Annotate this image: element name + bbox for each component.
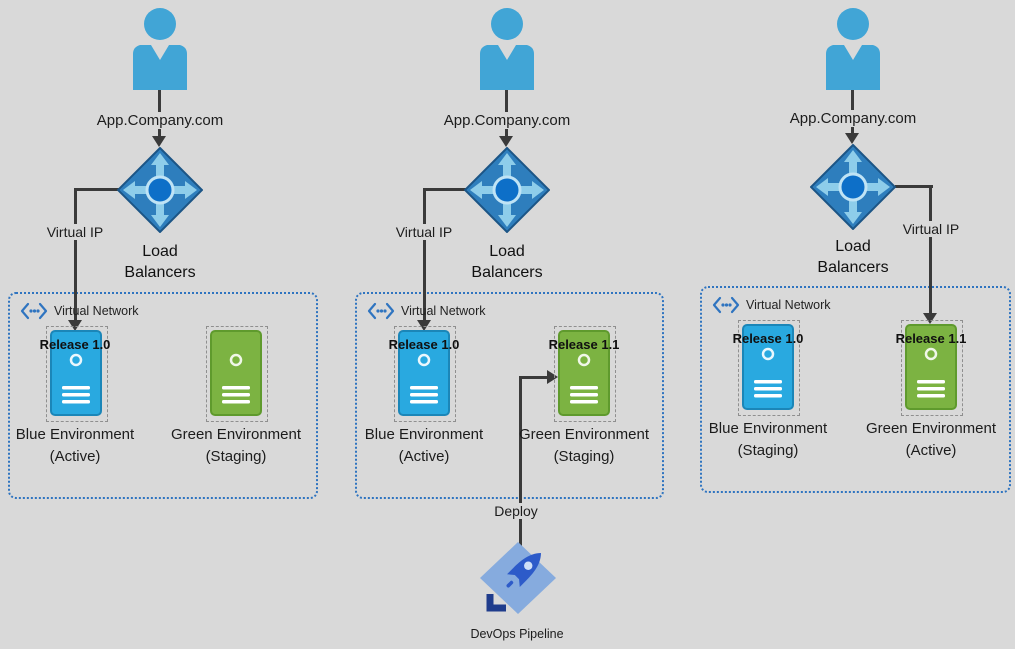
arrowhead bbox=[547, 370, 558, 384]
arrow-pipeline-to-green bbox=[519, 376, 522, 546]
arrowhead bbox=[499, 136, 513, 147]
selection-outline bbox=[46, 326, 108, 422]
deploy-label: Deploy bbox=[480, 503, 552, 519]
green-environment-label: Green Environment (Staging) bbox=[518, 426, 650, 465]
virtual-network-boundary bbox=[700, 286, 1011, 493]
arrow-lb-to-green bbox=[895, 185, 933, 188]
selection-outline bbox=[394, 326, 456, 422]
user-icon bbox=[823, 8, 883, 90]
virtual-network-icon bbox=[712, 296, 740, 314]
selection-outline bbox=[901, 320, 963, 416]
blue-environment-label: Blue Environment (Active) bbox=[364, 426, 484, 465]
green-server-icon bbox=[905, 324, 957, 410]
green-server-icon bbox=[558, 330, 610, 416]
virtual-ip-label: Virtual IP bbox=[881, 221, 981, 237]
blue-environment-label: Blue Environment (Active) bbox=[15, 426, 135, 465]
blue-server-icon bbox=[398, 330, 450, 416]
selection-outline bbox=[206, 326, 268, 422]
load-balancer-label: Load Balancers bbox=[817, 238, 889, 276]
virtual-network-label: Virtual Network bbox=[401, 304, 486, 318]
selection-outline bbox=[738, 320, 800, 416]
virtual-network-boundary bbox=[8, 292, 318, 499]
release-label-blue: Release 1.0 bbox=[39, 337, 111, 352]
user-icon bbox=[130, 8, 190, 90]
arrow-lb-to-blue bbox=[74, 188, 119, 191]
virtual-network-label: Virtual Network bbox=[54, 304, 139, 318]
blue-server-icon bbox=[50, 330, 102, 416]
arrow-lb-to-blue bbox=[74, 188, 77, 322]
blue-server-icon bbox=[742, 324, 794, 410]
arrow-lb-to-blue bbox=[423, 188, 466, 191]
arrowhead bbox=[845, 133, 859, 144]
virtual-network-label: Virtual Network bbox=[746, 298, 831, 312]
pipeline-label: DevOps Pipeline bbox=[470, 627, 564, 641]
domain-label: App.Company.com bbox=[437, 112, 577, 129]
user-icon bbox=[477, 8, 537, 90]
arrowhead bbox=[923, 313, 937, 324]
arrowhead bbox=[68, 320, 82, 331]
domain-label: App.Company.com bbox=[783, 110, 923, 127]
arrowhead bbox=[152, 136, 166, 147]
green-server-icon bbox=[210, 330, 262, 416]
virtual-network-icon bbox=[20, 302, 48, 320]
devops-pipeline-rocket-icon bbox=[476, 540, 560, 620]
load-balancer-icon bbox=[117, 147, 203, 233]
release-label-green: Release 1.1 bbox=[895, 331, 967, 346]
load-balancer-icon bbox=[810, 144, 896, 230]
arrowhead bbox=[417, 320, 431, 331]
green-environment-label: Green Environment (Staging) bbox=[170, 426, 302, 465]
selection-outline bbox=[554, 326, 616, 422]
release-label-green: Release 1.1 bbox=[548, 337, 620, 352]
virtual-network-icon bbox=[367, 302, 395, 320]
release-label-blue: Release 1.0 bbox=[388, 337, 460, 352]
load-balancer-icon bbox=[464, 147, 550, 233]
arrow-pipeline-to-green bbox=[519, 376, 549, 379]
arrow-lb-to-blue bbox=[423, 188, 426, 322]
virtual-network-boundary bbox=[355, 292, 664, 499]
arrow-lb-to-green bbox=[929, 185, 932, 314]
load-balancer-label: Load Balancers bbox=[124, 243, 196, 281]
blue-environment-label: Blue Environment (Staging) bbox=[708, 420, 828, 459]
virtual-ip-label: Virtual IP bbox=[374, 224, 474, 240]
virtual-ip-label: Virtual IP bbox=[25, 224, 125, 240]
load-balancer-label: Load Balancers bbox=[471, 243, 543, 281]
domain-label: App.Company.com bbox=[90, 112, 230, 129]
release-label-blue: Release 1.0 bbox=[732, 331, 804, 346]
green-environment-label: Green Environment (Active) bbox=[865, 420, 997, 459]
